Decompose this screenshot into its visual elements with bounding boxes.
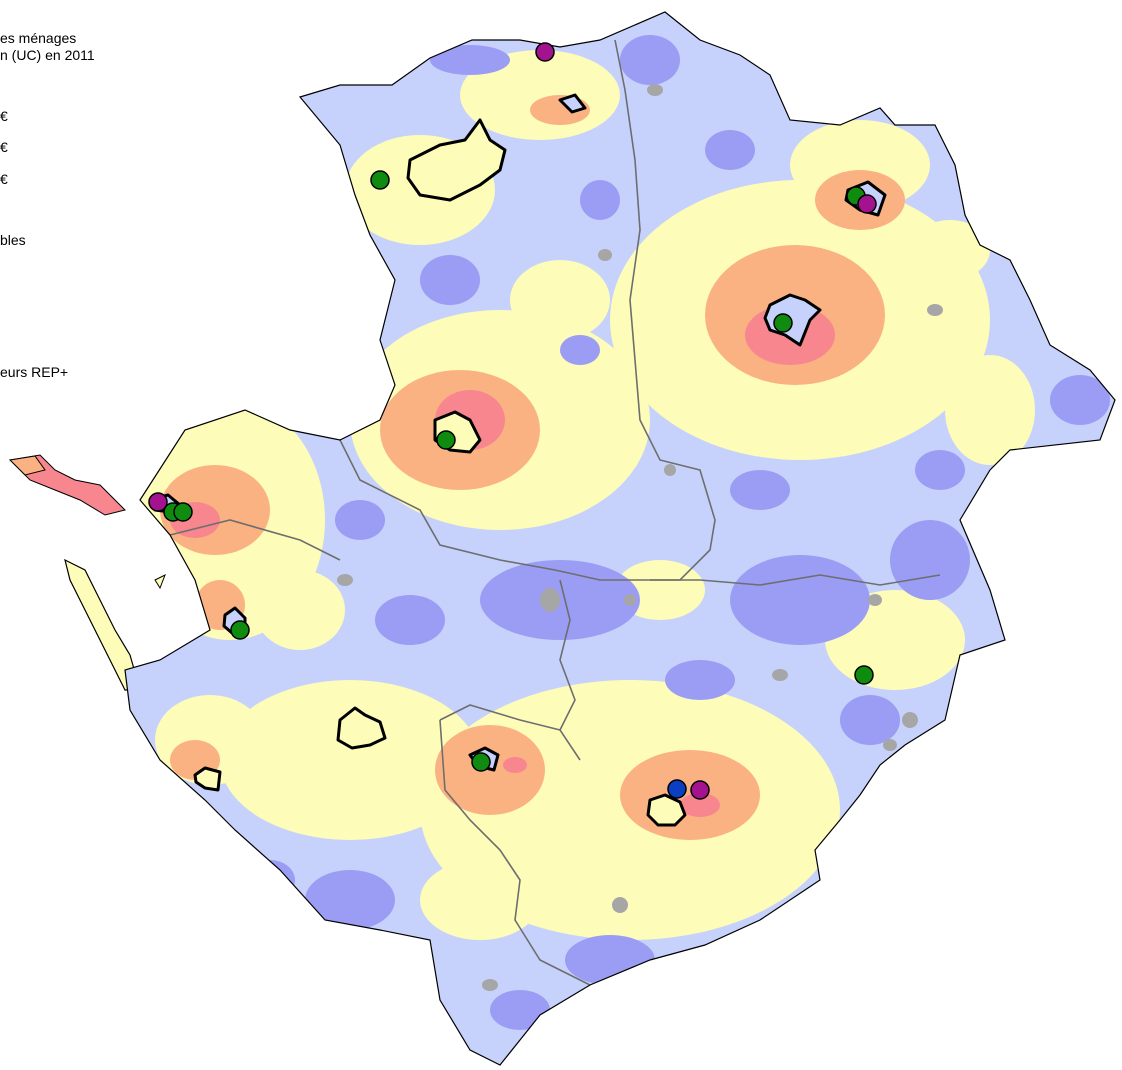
south-marker	[471, 752, 491, 772]
east-central-marker	[773, 313, 793, 333]
legend-bles: bles	[0, 232, 26, 248]
city-outlines-yellow	[193, 118, 687, 827]
department-borders	[169, 39, 941, 986]
northwest-marker	[370, 170, 390, 190]
city-outline-saintes	[336, 706, 387, 750]
legend-class-1: €	[0, 108, 8, 124]
southwest-marker	[230, 620, 250, 640]
legend-title-line2: n (UC) en 2011	[0, 47, 95, 63]
east-marker	[854, 665, 874, 685]
city-outline-bressuire	[558, 93, 587, 114]
center-west-marker	[436, 430, 456, 450]
southeast-marker-2	[690, 780, 710, 800]
ile-d-aix	[154, 573, 166, 590]
city-outline-poitiers	[763, 293, 822, 347]
city-outline-cognac	[646, 793, 687, 827]
city-outline-parthenay	[406, 118, 507, 202]
zone-no-data	[337, 84, 943, 991]
northeast-marker-2	[857, 194, 877, 214]
city-outline-royan	[193, 766, 222, 792]
ile-de-re-tip	[8, 455, 46, 476]
region-outline	[124, 11, 1116, 1066]
legend-rep-plus: eurs REP+	[0, 364, 69, 380]
north-marker	[535, 42, 555, 62]
coast-marker-3	[173, 502, 193, 522]
southeast-marker-1	[667, 779, 687, 799]
markers	[148, 42, 877, 800]
coast-marker-1	[148, 492, 168, 512]
legend-class-2: €	[0, 139, 8, 155]
legend-class-3: €	[0, 171, 8, 187]
legend-title-line1: es ménages	[0, 30, 77, 46]
